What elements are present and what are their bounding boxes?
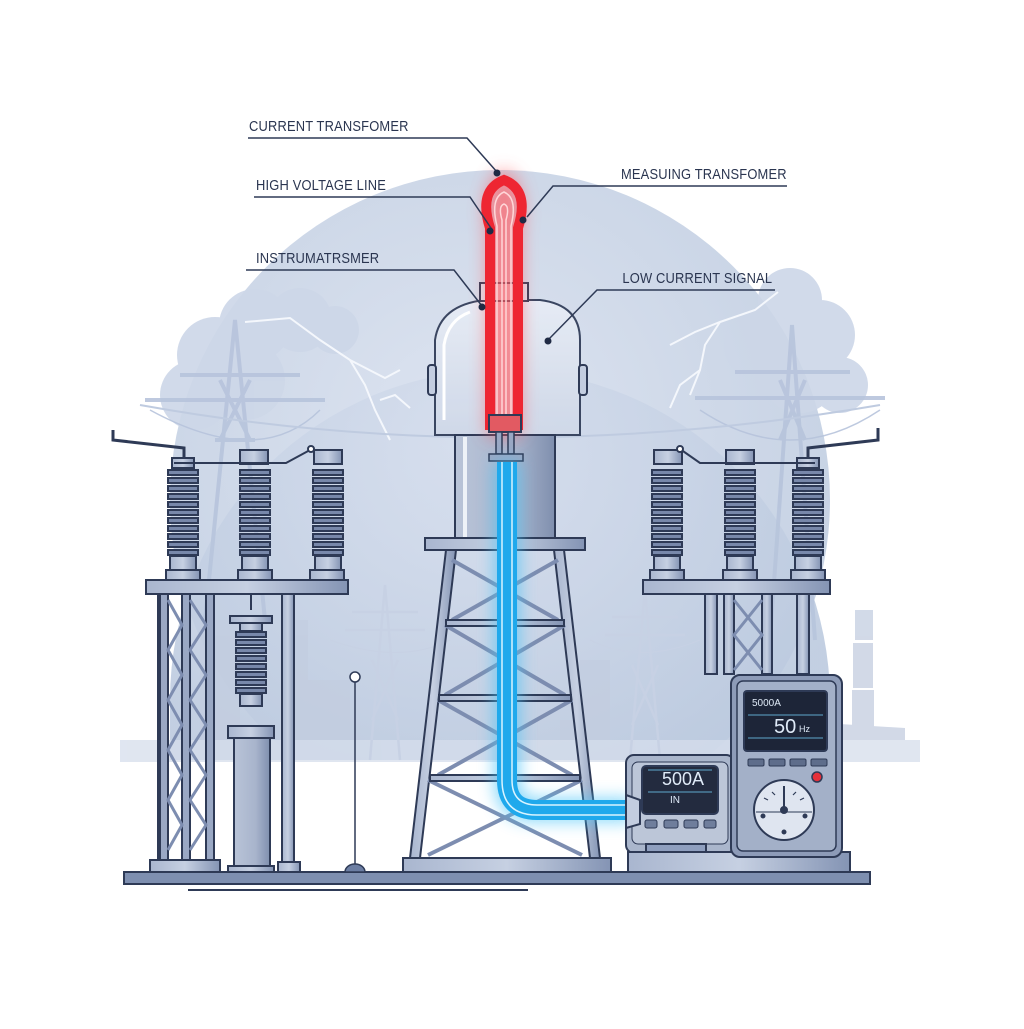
right-disconnect-switch bbox=[642, 428, 880, 675]
lamp-post bbox=[344, 671, 366, 873]
label-current-transformer: CURRENT TRANSFOMER bbox=[249, 118, 409, 135]
label-low-current-signal: LOW CURRENT SIGNAL bbox=[622, 270, 772, 287]
label-high-voltage-line: HIGH VOLTAGE LINE bbox=[256, 177, 387, 194]
callout-dots bbox=[478, 169, 552, 345]
callout-lines bbox=[246, 137, 787, 341]
label-instrument-transformer: INSTRUMATRSMER bbox=[256, 250, 380, 267]
low-current-signal-conductor bbox=[494, 462, 632, 822]
ground-platform bbox=[123, 871, 871, 891]
large-meter-main-reading: 50 bbox=[774, 716, 797, 738]
large-meter-top-reading: 5000A bbox=[752, 698, 781, 709]
small-meter-sub-reading: IN bbox=[670, 795, 680, 806]
high-voltage-conductor bbox=[481, 171, 527, 462]
small-current-meter bbox=[625, 754, 735, 854]
left-disconnect-switch bbox=[111, 430, 349, 873]
lightning-icon bbox=[244, 291, 779, 441]
small-meter-reading: 500A bbox=[662, 769, 705, 789]
large-meter-unit: Hz bbox=[799, 724, 810, 734]
label-measuring-transformer: MEASUING TRANSFOMER bbox=[621, 166, 787, 183]
large-measuring-meter bbox=[627, 674, 851, 873]
